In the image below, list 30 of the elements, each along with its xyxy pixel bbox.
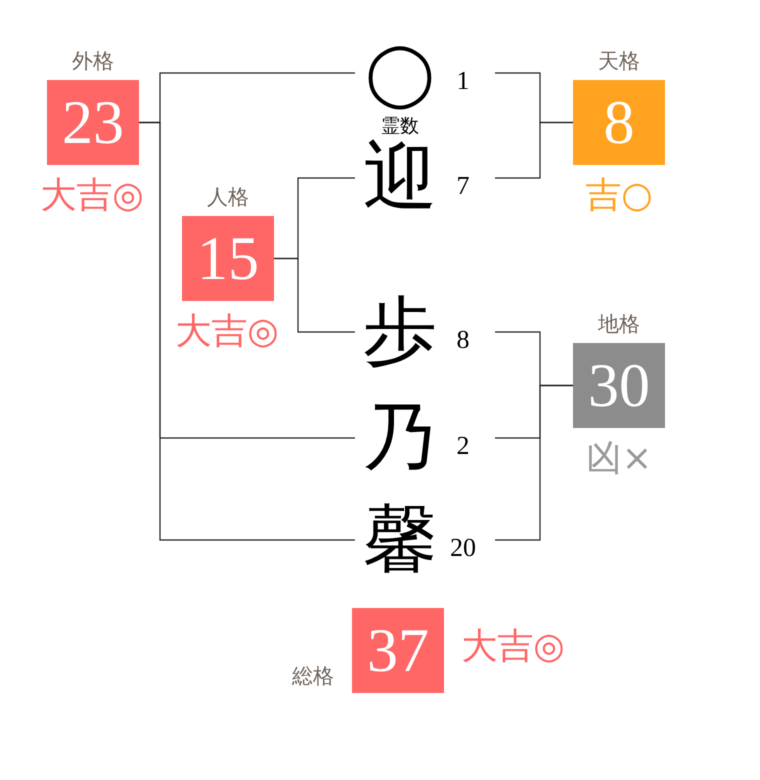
category-heading: 人格 <box>207 184 249 210</box>
category-heading: 総格 <box>292 664 334 688</box>
fortune-rating: 大吉◎ <box>175 312 279 352</box>
category-heading: 地格 <box>598 312 640 336</box>
stroke-count: 20 <box>450 534 476 562</box>
stroke-count: 2 <box>456 432 470 460</box>
bracket-line <box>495 122 573 179</box>
score-tile: 15 <box>182 216 274 301</box>
fortune-rating: 凶× <box>586 439 652 479</box>
fortune-rating: 大吉◎ <box>40 176 144 216</box>
score-tile: 23 <box>47 80 139 165</box>
bracket-line <box>495 384 573 541</box>
score-tile: 37 <box>352 608 444 693</box>
name-character: 迎 <box>363 139 437 217</box>
spirit-number-label: 霊数 <box>381 116 419 136</box>
stroke-count: 1 <box>456 66 470 96</box>
category-heading: 天格 <box>598 48 640 74</box>
fortune-rating: 吉○ <box>585 176 653 216</box>
category-heading: 外格 <box>72 48 114 74</box>
stroke-count: 7 <box>456 172 470 200</box>
stroke-count: 8 <box>456 326 470 354</box>
name-character: 乃 <box>363 399 437 477</box>
placeholder-character: ◯ <box>365 34 435 112</box>
name-character: 歩 <box>363 293 437 371</box>
name-character: 馨 <box>363 501 437 579</box>
score-tile: 8 <box>573 80 665 165</box>
bracket-line <box>139 122 355 541</box>
bracket-line <box>274 258 355 333</box>
fortune-rating: 大吉◎ <box>461 627 565 667</box>
score-tile: 30 <box>573 343 665 428</box>
